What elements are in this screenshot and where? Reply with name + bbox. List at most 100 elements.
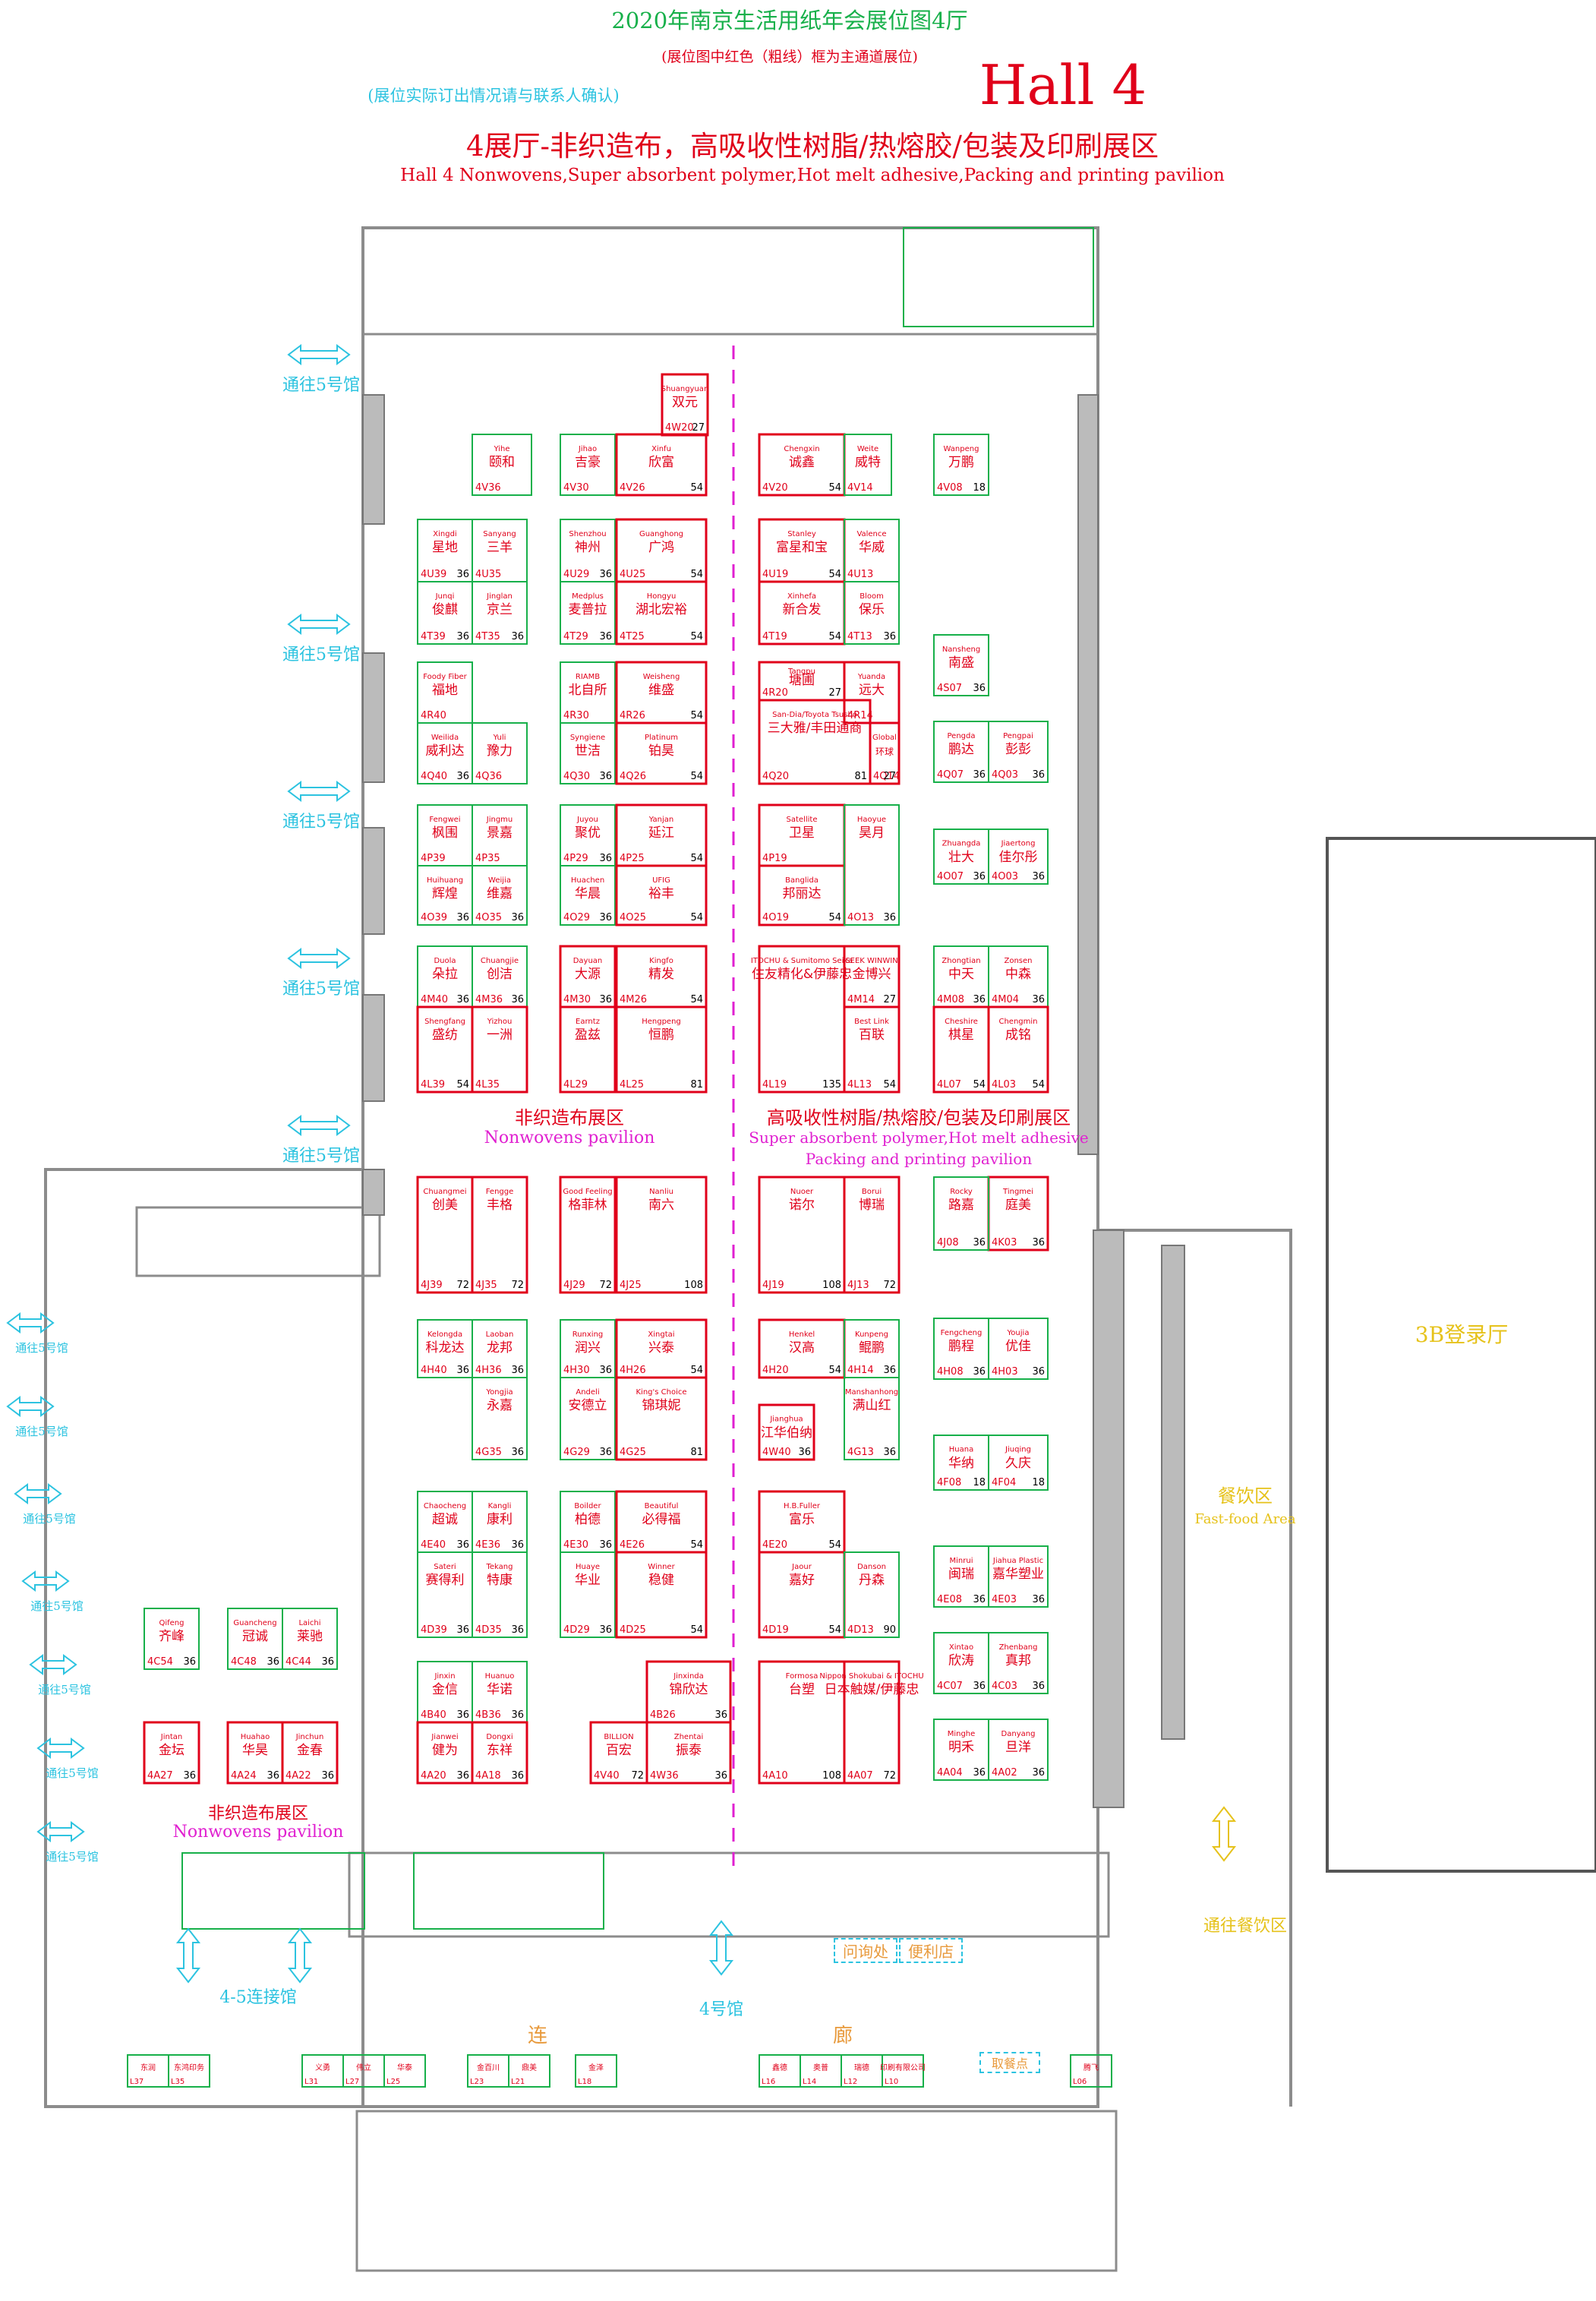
- booth[interactable]: Danyang旦洋4A0236: [988, 1719, 1049, 1781]
- booth[interactable]: ITOCHU & Sumitomo Seika住友精化&伊藤忠4L19135: [751, 945, 853, 1094]
- booth[interactable]: Zhuangda壮大4O0736: [933, 829, 989, 885]
- booth[interactable]: Kingfo精发4M2654: [615, 945, 708, 1008]
- booth[interactable]: Medplus麦普拉4T2936: [560, 581, 616, 645]
- booth[interactable]: Tingmei庭美4K0336: [987, 1176, 1049, 1252]
- booth[interactable]: Jinchun金春4A2236: [281, 1721, 339, 1785]
- booth[interactable]: Guancheng冠诚4C4836: [227, 1608, 283, 1670]
- corridor-booth[interactable]: 华泰L25: [383, 2054, 426, 2088]
- booth[interactable]: Banglida邦丽达4O1954: [758, 864, 846, 926]
- corridor-booth[interactable]: 印刷有限公司L10: [880, 2054, 926, 2088]
- booth[interactable]: Zhentai振泰4W3636: [645, 1721, 732, 1785]
- booth[interactable]: Youjia优佳4H0336: [988, 1318, 1049, 1380]
- booth[interactable]: Hengpeng恒鹏4L2581: [615, 1005, 708, 1094]
- booth[interactable]: Formosa台塑4A10108: [758, 1660, 846, 1785]
- corridor-booth[interactable]: 金百川L23: [467, 2054, 509, 2088]
- corridor-booth[interactable]: 腾飞L06: [1070, 2054, 1112, 2088]
- booth[interactable]: Junqi俊麒4T3936: [417, 581, 473, 645]
- booth[interactable]: Xinhefa新合发4T1954: [758, 580, 846, 645]
- corridor-booth[interactable]: 鑫德L16: [759, 2054, 801, 2088]
- booth[interactable]: Xinfu欣富4V2654: [615, 433, 708, 497]
- booth[interactable]: H.B.Fuller富乐4E2054: [758, 1490, 846, 1554]
- booth[interactable]: Duola朵拉4M4036: [417, 945, 473, 1008]
- booth[interactable]: Nansheng南盛4S0736: [933, 634, 989, 696]
- corridor-booth[interactable]: 奥普L14: [800, 2054, 842, 2088]
- booth[interactable]: Guanghong广鸿4U2554: [615, 518, 708, 583]
- booth[interactable]: Xintao欣涛4C0736: [933, 1632, 989, 1694]
- booth[interactable]: Pengda鹏达4Q0736: [933, 721, 989, 783]
- booth[interactable]: Xingtai兴泰4H2654: [615, 1318, 708, 1379]
- booth[interactable]: Runxing润兴4H3036: [560, 1319, 616, 1378]
- booth[interactable]: Platinum铂昊4Q2654: [615, 721, 708, 785]
- booth[interactable]: Yanjan延江4P2554: [615, 803, 708, 867]
- booth[interactable]: Laichi莱驰4C4436: [282, 1608, 338, 1670]
- booth[interactable]: Hongyu湖北宏裕4T2554: [615, 580, 708, 645]
- booth[interactable]: Beautiful必得福4E2654: [615, 1490, 708, 1554]
- booth[interactable]: Minghe明禾4A0436: [933, 1719, 989, 1781]
- booth[interactable]: Shengfang盛纺4L3954: [416, 1005, 474, 1094]
- booth[interactable]: Huahao华昊4A2436: [226, 1721, 284, 1785]
- booth[interactable]: Chengmin成铭4L0354: [987, 1005, 1049, 1094]
- booth[interactable]: Sateri赛得利4D3936: [417, 1551, 473, 1638]
- booth[interactable]: Rocky路嘉4J0836: [933, 1176, 989, 1251]
- booth[interactable]: Huaye华业4D2936: [560, 1551, 616, 1638]
- booth[interactable]: Foody Fiber福地4R40: [417, 661, 473, 724]
- booth[interactable]: Jianwei健为4A2036: [416, 1721, 474, 1785]
- booth[interactable]: Danson丹森4D1390: [844, 1551, 900, 1638]
- booth[interactable]: Kelongda科龙达4H4036: [417, 1319, 473, 1378]
- booth[interactable]: Minrui闽瑞4E0836: [933, 1545, 989, 1608]
- booth[interactable]: Good Feeling格菲林4J2972: [559, 1176, 617, 1294]
- booth[interactable]: Qifeng齐峰4C5436: [144, 1608, 200, 1670]
- booth[interactable]: Satellite卫星4P19: [758, 803, 846, 867]
- corridor-booth[interactable]: 义勇L31: [301, 2054, 344, 2088]
- booth[interactable]: Zhongtian中天4M0836: [933, 945, 989, 1008]
- booth[interactable]: Pengpai彭彭4Q0336: [988, 721, 1049, 783]
- booth[interactable]: Fengcheng鹏程4H0836: [933, 1318, 989, 1380]
- booth[interactable]: Huana华纳4F0818: [933, 1435, 989, 1491]
- booth[interactable]: San-Dia/Toyota Tsusho三大雅/丰田通商4Q2081: [758, 699, 872, 785]
- corridor-booth[interactable]: 金泽L18: [575, 2054, 617, 2088]
- booth[interactable]: BILLION百宏4V4072: [589, 1721, 648, 1785]
- booth[interactable]: Huachen华晨4O2936: [560, 865, 616, 926]
- corridor-booth[interactable]: 瑞德L12: [841, 2054, 883, 2088]
- booth[interactable]: Weilida威利达4Q4036: [417, 722, 473, 784]
- booth[interactable]: Fengwei枫围4P39: [417, 804, 473, 866]
- booth[interactable]: RIAMB北自所4R30: [560, 661, 616, 724]
- booth[interactable]: Nuoer诺尔4J19108: [758, 1176, 846, 1294]
- booth[interactable]: Xingdi星地4U3936: [417, 519, 473, 582]
- booth[interactable]: Jinglan京兰4T3536: [472, 581, 528, 645]
- booth[interactable]: Sanyang三羊4U35: [472, 519, 528, 582]
- booth[interactable]: Jiuqing久庆4F0418: [988, 1435, 1049, 1491]
- booth[interactable]: Henkel汉高4H2054: [758, 1318, 846, 1379]
- booth[interactable]: Best Link百联4L1354: [843, 1005, 901, 1094]
- booth[interactable]: Haoyue昊月4O1336: [844, 804, 900, 926]
- booth[interactable]: Huanuo华诺4B3636: [472, 1661, 528, 1723]
- booth[interactable]: Zhenbang真邦4C0336: [988, 1632, 1049, 1694]
- corridor-booth[interactable]: 东鸿印务L35: [168, 2054, 210, 2088]
- booth[interactable]: Tangpu塘圃4R2027: [758, 661, 846, 702]
- booth[interactable]: Stanley富星和宝4U1954: [758, 518, 846, 583]
- booth[interactable]: Weijia维嘉4O3536: [472, 865, 528, 926]
- booth[interactable]: Kunpeng鲲鹏4H1436: [844, 1319, 900, 1378]
- booth[interactable]: Jiahua Plastic嘉华塑业4E0336: [988, 1545, 1049, 1608]
- booth[interactable]: Borui博瑞4J1372: [843, 1176, 901, 1294]
- booth[interactable]: Jaour嘉好4D1954: [758, 1551, 846, 1639]
- booth[interactable]: Shuangyuan双元4W2027: [661, 373, 709, 437]
- corridor-booth[interactable]: 东润L37: [127, 2054, 169, 2088]
- booth[interactable]: Huihuang辉煌4O3936: [417, 865, 473, 926]
- booth[interactable]: Yuli豫力4Q36: [472, 722, 528, 784]
- booth[interactable]: Cheshire棋星4L0754: [932, 1005, 990, 1094]
- booth[interactable]: Jihao吉豪4V30: [560, 434, 616, 496]
- booth[interactable]: Jinxinda锦欣达4B2636: [645, 1660, 732, 1724]
- booth[interactable]: Zonsen中森4M0436: [988, 945, 1049, 1008]
- booth[interactable]: Nanliu南六4J25108: [615, 1176, 708, 1294]
- booth[interactable]: Kangli康利4E3636: [472, 1491, 528, 1553]
- booth[interactable]: Bloom保乐4T1336: [844, 581, 900, 645]
- booth[interactable]: Shenzhou神州4U2936: [560, 519, 616, 582]
- booth[interactable]: Yongjia永嘉4G3536: [472, 1377, 528, 1460]
- booth[interactable]: Manshanhong满山红4G1336: [844, 1377, 900, 1460]
- booth[interactable]: UFIG裕丰4O2554: [615, 864, 708, 926]
- booth[interactable]: Chuangjie创洁4M3636: [472, 945, 528, 1008]
- booth[interactable]: Valence华威4U13: [844, 519, 900, 582]
- booth[interactable]: Dayuan大源4M3036: [559, 945, 617, 1008]
- booth[interactable]: Jingmu景嘉4P35: [472, 804, 528, 866]
